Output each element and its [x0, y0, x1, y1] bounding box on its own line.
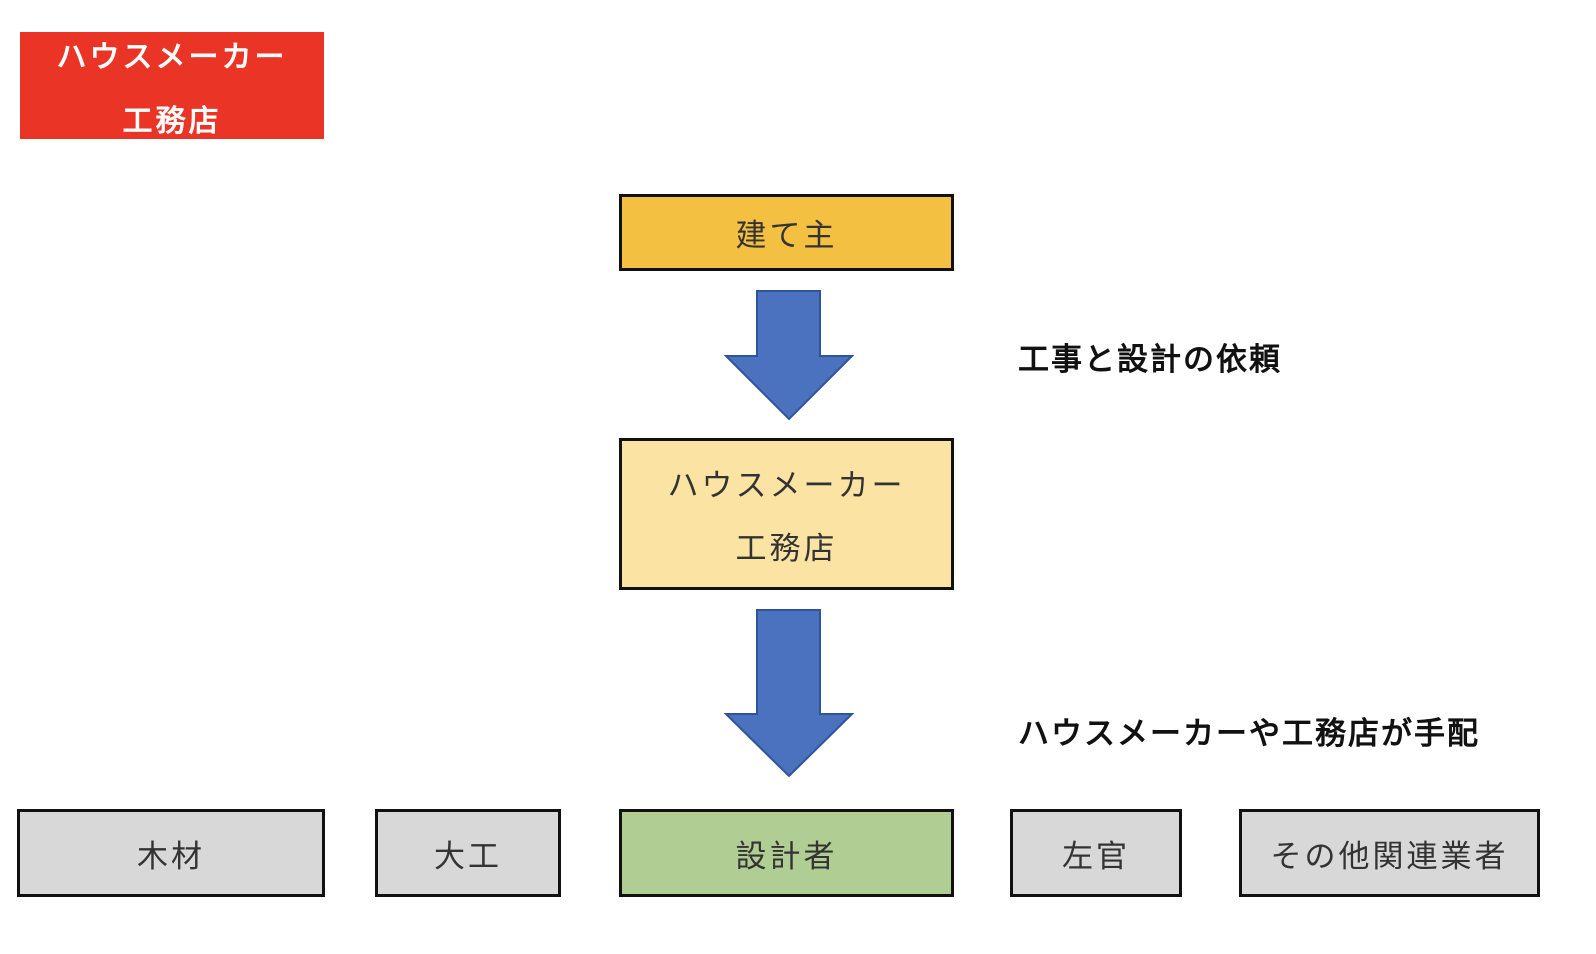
node-other-contractors-label: その他関連業者 [1270, 838, 1509, 875]
title-badge-line-2: 工務店 [122, 103, 222, 139]
node-lumber: 木材 [17, 809, 325, 897]
node-house-maker-line-2: 工務店 [735, 531, 838, 567]
node-plasterer: 左官 [1010, 809, 1182, 897]
node-carpenter: 大工 [375, 809, 561, 897]
node-designer-label: 設計者 [735, 838, 838, 875]
title-badge-line-1: ハウスメーカー [56, 39, 288, 75]
down-arrow-arrange [723, 609, 855, 778]
node-lumber-label: 木材 [137, 838, 205, 875]
node-designer: 設計者 [619, 809, 954, 897]
node-owner: 建て主 [619, 194, 954, 271]
node-plasterer-label: 左官 [1062, 838, 1130, 875]
arrow-label-arrange: ハウスメーカーや工務店が手配 [1018, 716, 1480, 752]
node-house-maker-line-1: ハウスメーカー [667, 468, 906, 504]
node-other-contractors: その他関連業者 [1239, 809, 1540, 897]
node-house-maker: ハウスメーカー 工務店 [619, 438, 954, 590]
node-owner-label: 建て主 [735, 218, 838, 254]
down-arrow-request [723, 290, 855, 421]
node-carpenter-label: 大工 [434, 838, 502, 875]
title-badge: ハウスメーカー 工務店 [20, 32, 324, 139]
arrow-label-request: 工事と設計の依頼 [1018, 342, 1282, 378]
